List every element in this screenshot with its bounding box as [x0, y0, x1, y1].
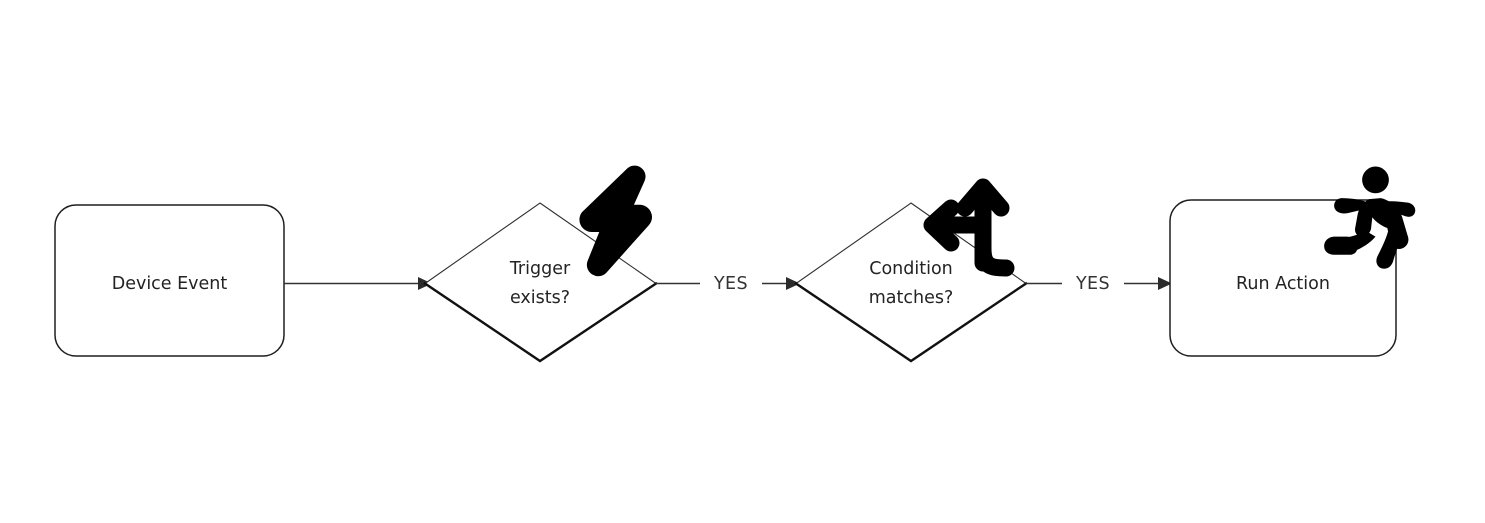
node-trigger-exists[interactable]: Trigger exists?: [423, 165, 658, 363]
edge-trigger-to-condition-arrowhead: [786, 277, 800, 290]
edge-condition-to-action-arrowhead: [1158, 277, 1172, 290]
trigger-exists-shape-lower-edges: [423, 281, 658, 363]
condition-matches-label-line2: matches?: [869, 288, 954, 308]
edge-condition-to-action: YES: [1026, 274, 1172, 294]
edge-trigger-to-condition-label: YES: [713, 274, 748, 294]
edge-event-to-trigger: [284, 277, 432, 290]
device-event-label: Device Event: [112, 274, 228, 294]
node-run-action[interactable]: Run Action: [1169, 166, 1416, 357]
trigger-exists-label-line1: Trigger: [509, 259, 571, 279]
node-device-event[interactable]: Device Event: [54, 204, 285, 357]
lightning-bolt-icon: [579, 165, 652, 277]
trigger-exists-label-line2: exists?: [510, 288, 570, 308]
condition-matches-shape-lower-edges: [794, 281, 1028, 363]
branch-arrow-icon: [923, 178, 1015, 277]
run-action-label: Run Action: [1236, 274, 1330, 294]
edge-trigger-to-condition: YES: [656, 274, 800, 294]
edge-condition-to-action-label: YES: [1075, 274, 1110, 294]
condition-matches-label-line1: Condition: [869, 259, 953, 279]
device-event-shape: [54, 204, 285, 357]
running-person-icon: [1324, 166, 1416, 269]
node-condition-matches[interactable]: Condition matches?: [794, 178, 1028, 363]
